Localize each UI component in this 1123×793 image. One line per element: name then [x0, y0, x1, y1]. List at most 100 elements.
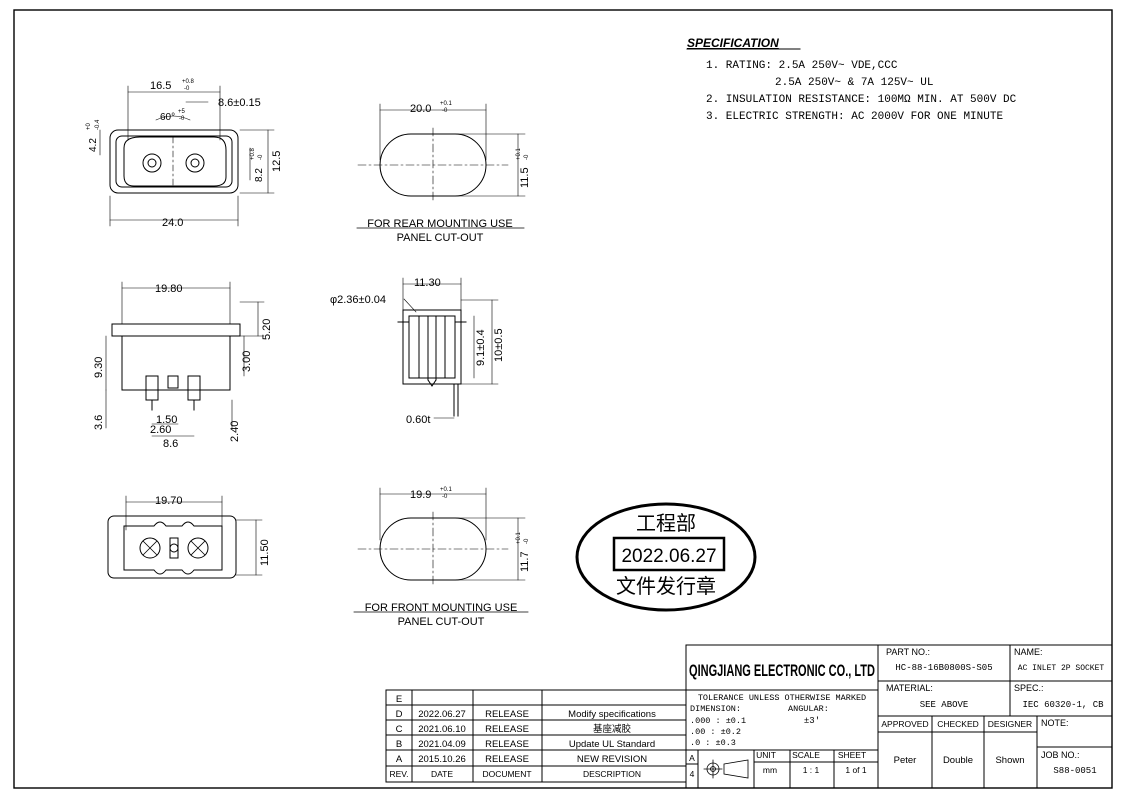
- title-block: [685, 644, 1113, 789]
- dim-side-terminal-pitch: 8.6: [163, 438, 178, 450]
- projection-digit-2: 4: [690, 769, 695, 779]
- revision-header-row: REV. DATE DOCUMENT DESCRIPTION: [389, 769, 641, 779]
- front-cutout-view: [353, 487, 529, 613]
- spec-value: IEC 60320-1, CB: [1022, 700, 1104, 710]
- checked-value: Double: [943, 755, 973, 766]
- front-cutout-dims: 19.9 +0.1 -0 11.7 +0.1 -0 FOR FRONT MOUN…: [365, 487, 531, 628]
- svg-text:+0.1: +0.1: [440, 101, 453, 107]
- name-label: NAME:: [1014, 647, 1043, 657]
- part-no-label: PART NO.:: [886, 647, 930, 657]
- svg-text:Modify specifications: Modify specifications: [568, 709, 656, 720]
- svg-text:REV.: REV.: [389, 769, 408, 779]
- job-no-label: JOB NO.:: [1041, 750, 1080, 760]
- dim-side-body-height: 9.30: [93, 357, 105, 378]
- release-stamp: 工程部 2022.06.27 文件发行章: [575, 502, 757, 612]
- svg-text:C: C: [396, 724, 403, 735]
- projection-symbol-icon: [703, 759, 749, 779]
- job-no-value: S88-0051: [1053, 766, 1096, 776]
- svg-text:2022.06.27: 2022.06.27: [418, 709, 466, 720]
- svg-text:+0.1: +0.1: [516, 147, 522, 160]
- svg-text:B: B: [396, 739, 402, 750]
- stamp-department: 工程部: [636, 511, 696, 535]
- sheet-label: SHEET: [838, 750, 866, 760]
- dim-section-terminal-thickness: 0.60t: [406, 414, 430, 426]
- approved-value: Peter: [894, 755, 917, 766]
- svg-text:DATE: DATE: [431, 769, 453, 779]
- front-cutout-caption-2: PANEL CUT-OUT: [398, 616, 485, 628]
- tolerance-row-2: .00 : ±0.2: [690, 727, 741, 737]
- material-value: SEE ABOVE: [920, 700, 969, 710]
- svg-text:基座减胶: 基座减胶: [593, 723, 632, 735]
- tolerance-row-1: .000 : ±0.1: [690, 716, 746, 726]
- approved-label: APPROVED: [881, 719, 928, 729]
- dim-front-cutout-height: 11.7: [519, 551, 531, 572]
- scale-value: 1 : 1: [803, 765, 820, 775]
- svg-text:NEW REVISION: NEW REVISION: [577, 754, 647, 765]
- projection-digit-1: A: [689, 753, 695, 763]
- svg-text:-0: -0: [442, 108, 448, 114]
- side-view-dims: 19.80 5.20 9.30 3.00 3.6 1.50 2.60 8.6 2…: [93, 283, 273, 450]
- material-label: MATERIAL:: [886, 683, 933, 693]
- sheet-value: 1 of 1: [845, 765, 867, 775]
- svg-text:RELEASE: RELEASE: [485, 724, 529, 735]
- title-block-text: QINGJIANG ELECTRONIC CO., LTD PART NO.: …: [689, 647, 1104, 779]
- revision-row-b: B 2021.04.09 RELEASE Update UL Standard: [396, 739, 655, 750]
- svg-text:+0.8: +0.8: [182, 79, 195, 85]
- side-view: [105, 281, 265, 437]
- dim-side-terminal-width: 1.50: [156, 414, 177, 426]
- dim-front-height: 12.5: [271, 151, 283, 172]
- front-view: [99, 85, 275, 227]
- spec-line-4: 3. ELECTRIC STRENGTH: AC 2000V FOR ONE M…: [706, 111, 1003, 123]
- svg-text:A: A: [396, 754, 403, 765]
- dim-rear-width: 20.0: [410, 103, 431, 115]
- dim-section-body-depth: 10±0.5: [493, 328, 505, 362]
- rear-cutout-caption-1: FOR REAR MOUNTING USE: [367, 218, 512, 230]
- section-view: [397, 277, 499, 419]
- revision-row-c: C 2021.06.10 RELEASE 基座减胶: [396, 723, 632, 735]
- rear-cutout-caption-2: PANEL CUT-OUT: [397, 232, 484, 244]
- svg-text:+5: +5: [178, 109, 186, 115]
- spec-label: SPEC.:: [1014, 683, 1044, 693]
- svg-text:Update UL Standard: Update UL Standard: [569, 739, 655, 750]
- svg-text:2021.06.10: 2021.06.10: [418, 724, 466, 735]
- spec-line-1: 1. RATING: 2.5A 250V~ VDE,CCC: [706, 60, 898, 72]
- dim-side-flange: 5.20: [261, 319, 273, 340]
- svg-text:-0.4: -0.4: [95, 119, 101, 130]
- svg-text:-0: -0: [524, 154, 530, 160]
- unit-value: mm: [763, 765, 777, 775]
- dim-section-pin-diameter: φ2.36±0.04: [330, 294, 386, 306]
- dim-side-terminal-length: 3.6: [93, 415, 105, 430]
- revision-row-d: D 2022.06.27 RELEASE Modify specificatio…: [396, 709, 657, 720]
- svg-text:RELEASE: RELEASE: [485, 754, 529, 765]
- designer-label: DESIGNER: [988, 719, 1032, 729]
- svg-text:D: D: [396, 709, 403, 720]
- specification-block: SPECIFICATION 1. RATING: 2.5A 250V~ VDE,…: [686, 36, 1017, 123]
- svg-text:-0: -0: [524, 538, 530, 544]
- tolerance-row-3: .0 : ±0.3: [690, 738, 736, 748]
- dim-rear-height: 11.5: [519, 167, 531, 188]
- svg-text:+0.1: +0.1: [516, 531, 522, 544]
- svg-text:-0: -0: [442, 494, 448, 500]
- bottom-view-dims: 19.70 11.50: [155, 495, 271, 566]
- svg-text:RELEASE: RELEASE: [485, 739, 529, 750]
- svg-text:-0: -0: [258, 154, 264, 160]
- dim-section-pin-depth: 9.1±0.4: [475, 329, 487, 366]
- svg-text:+0.1: +0.1: [440, 487, 453, 493]
- designer-value: Shown: [995, 755, 1024, 766]
- name-value: AC INLET 2P SOCKET: [1018, 664, 1105, 673]
- spec-line-3: 2. INSULATION RESISTANCE: 100MΩ MIN. AT …: [706, 94, 1017, 106]
- dim-front-cutout-width: 19.9: [410, 489, 431, 501]
- dim-bottom-width: 19.70: [155, 495, 183, 507]
- svg-text:DOCUMENT: DOCUMENT: [482, 769, 531, 779]
- svg-text:RELEASE: RELEASE: [485, 709, 529, 720]
- section-view-dims: 11.30 φ2.36±0.04 9.1±0.4 10±0.5 0.60t: [330, 277, 505, 426]
- dim-side-terminal-gap: 2.60: [150, 424, 171, 436]
- dim-front-overall-width: 24.0: [162, 217, 183, 229]
- checked-label: CHECKED: [937, 719, 979, 729]
- part-no-value: HC-88-16B0800S-S05: [895, 663, 992, 673]
- front-cutout-caption-1: FOR FRONT MOUNTING USE: [365, 602, 518, 614]
- svg-text:2015.10.26: 2015.10.26: [418, 754, 466, 765]
- revision-row-e: E: [396, 694, 402, 705]
- dim-bottom-height: 11.50: [259, 539, 271, 566]
- dim-front-offset: 4.2: [88, 138, 99, 152]
